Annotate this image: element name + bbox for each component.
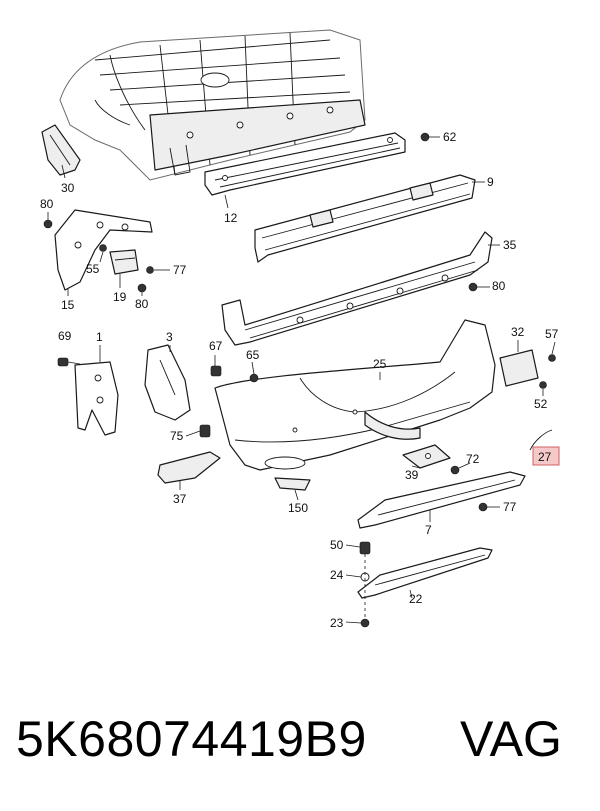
callout-30: 30	[61, 181, 75, 195]
part-72-sensor	[450, 462, 471, 475]
callout-52: 52	[534, 397, 548, 411]
part-1-mount-bracket	[74, 361, 119, 436]
callout-50: 50	[330, 538, 344, 552]
part-3-wheel-arch-liner	[144, 344, 191, 421]
part-19-guide-block	[109, 249, 139, 275]
callout-37: 37	[173, 492, 187, 506]
callout-62: 62	[443, 130, 457, 144]
exploded-parts-diagram: 62 9 30 12 80 35 55 77 80 15 19 80 69 1 …	[40, 29, 560, 630]
callout-15: 15	[61, 298, 75, 312]
leader-lines	[47, 136, 556, 624]
callout-9: 9	[487, 175, 494, 189]
part-12-carrier-bar	[204, 132, 406, 196]
callout-labels: 62 9 30 12 80 35 55 77 80 15 19 80 69 1 …	[40, 130, 559, 630]
callout-72: 72	[466, 452, 480, 466]
part-7-diffuser	[357, 471, 526, 529]
callout-150: 150	[288, 501, 308, 515]
part-30-side-guide	[41, 124, 81, 176]
callout-27: 27	[538, 450, 552, 464]
callout-65: 65	[246, 348, 260, 362]
callout-55: 55	[86, 262, 100, 276]
part-27-highlight-box	[532, 446, 560, 466]
callout-77-upper: 77	[173, 263, 187, 277]
vehicle-rear-body-shell	[59, 29, 366, 181]
callout-7: 7	[425, 523, 432, 537]
callout-12: 12	[224, 211, 238, 225]
callout-3: 3	[166, 330, 173, 344]
callout-80-right: 80	[492, 279, 506, 293]
part-22-lower-trim	[357, 547, 493, 599]
part-35-bracket-bar	[221, 231, 493, 346]
callout-75: 75	[170, 429, 184, 443]
part-150-reflector	[274, 477, 311, 491]
callout-24: 24	[330, 568, 344, 582]
part-15-side-bracket	[54, 209, 153, 291]
part-69-screw	[57, 357, 81, 367]
part-39-holder	[402, 444, 451, 469]
callout-67: 67	[209, 339, 223, 353]
callout-69: 69	[58, 329, 72, 343]
callout-39: 39	[405, 468, 419, 482]
callout-77-lower: 77	[503, 500, 517, 514]
callout-25: 25	[373, 357, 387, 371]
fasteners	[43, 132, 556, 628]
part-25-bumper-cover	[214, 319, 496, 471]
part-9-impact-absorber	[254, 174, 476, 263]
callout-23: 23	[330, 616, 344, 630]
callout-57: 57	[545, 327, 559, 341]
callout-80-top: 80	[40, 197, 54, 211]
part-27-cable	[529, 429, 560, 466]
callout-32: 32	[511, 325, 525, 339]
part-37-lower-bracket	[157, 451, 221, 484]
callout-19: 19	[113, 290, 127, 304]
callout-35: 35	[503, 238, 517, 252]
callout-22: 22	[409, 592, 423, 606]
brand-label: VAG	[460, 711, 562, 767]
callout-80-lower: 80	[135, 297, 149, 311]
part-32-plate	[499, 349, 539, 387]
callout-1: 1	[96, 330, 103, 344]
part-number-label: 5K68074419B9	[16, 711, 367, 767]
